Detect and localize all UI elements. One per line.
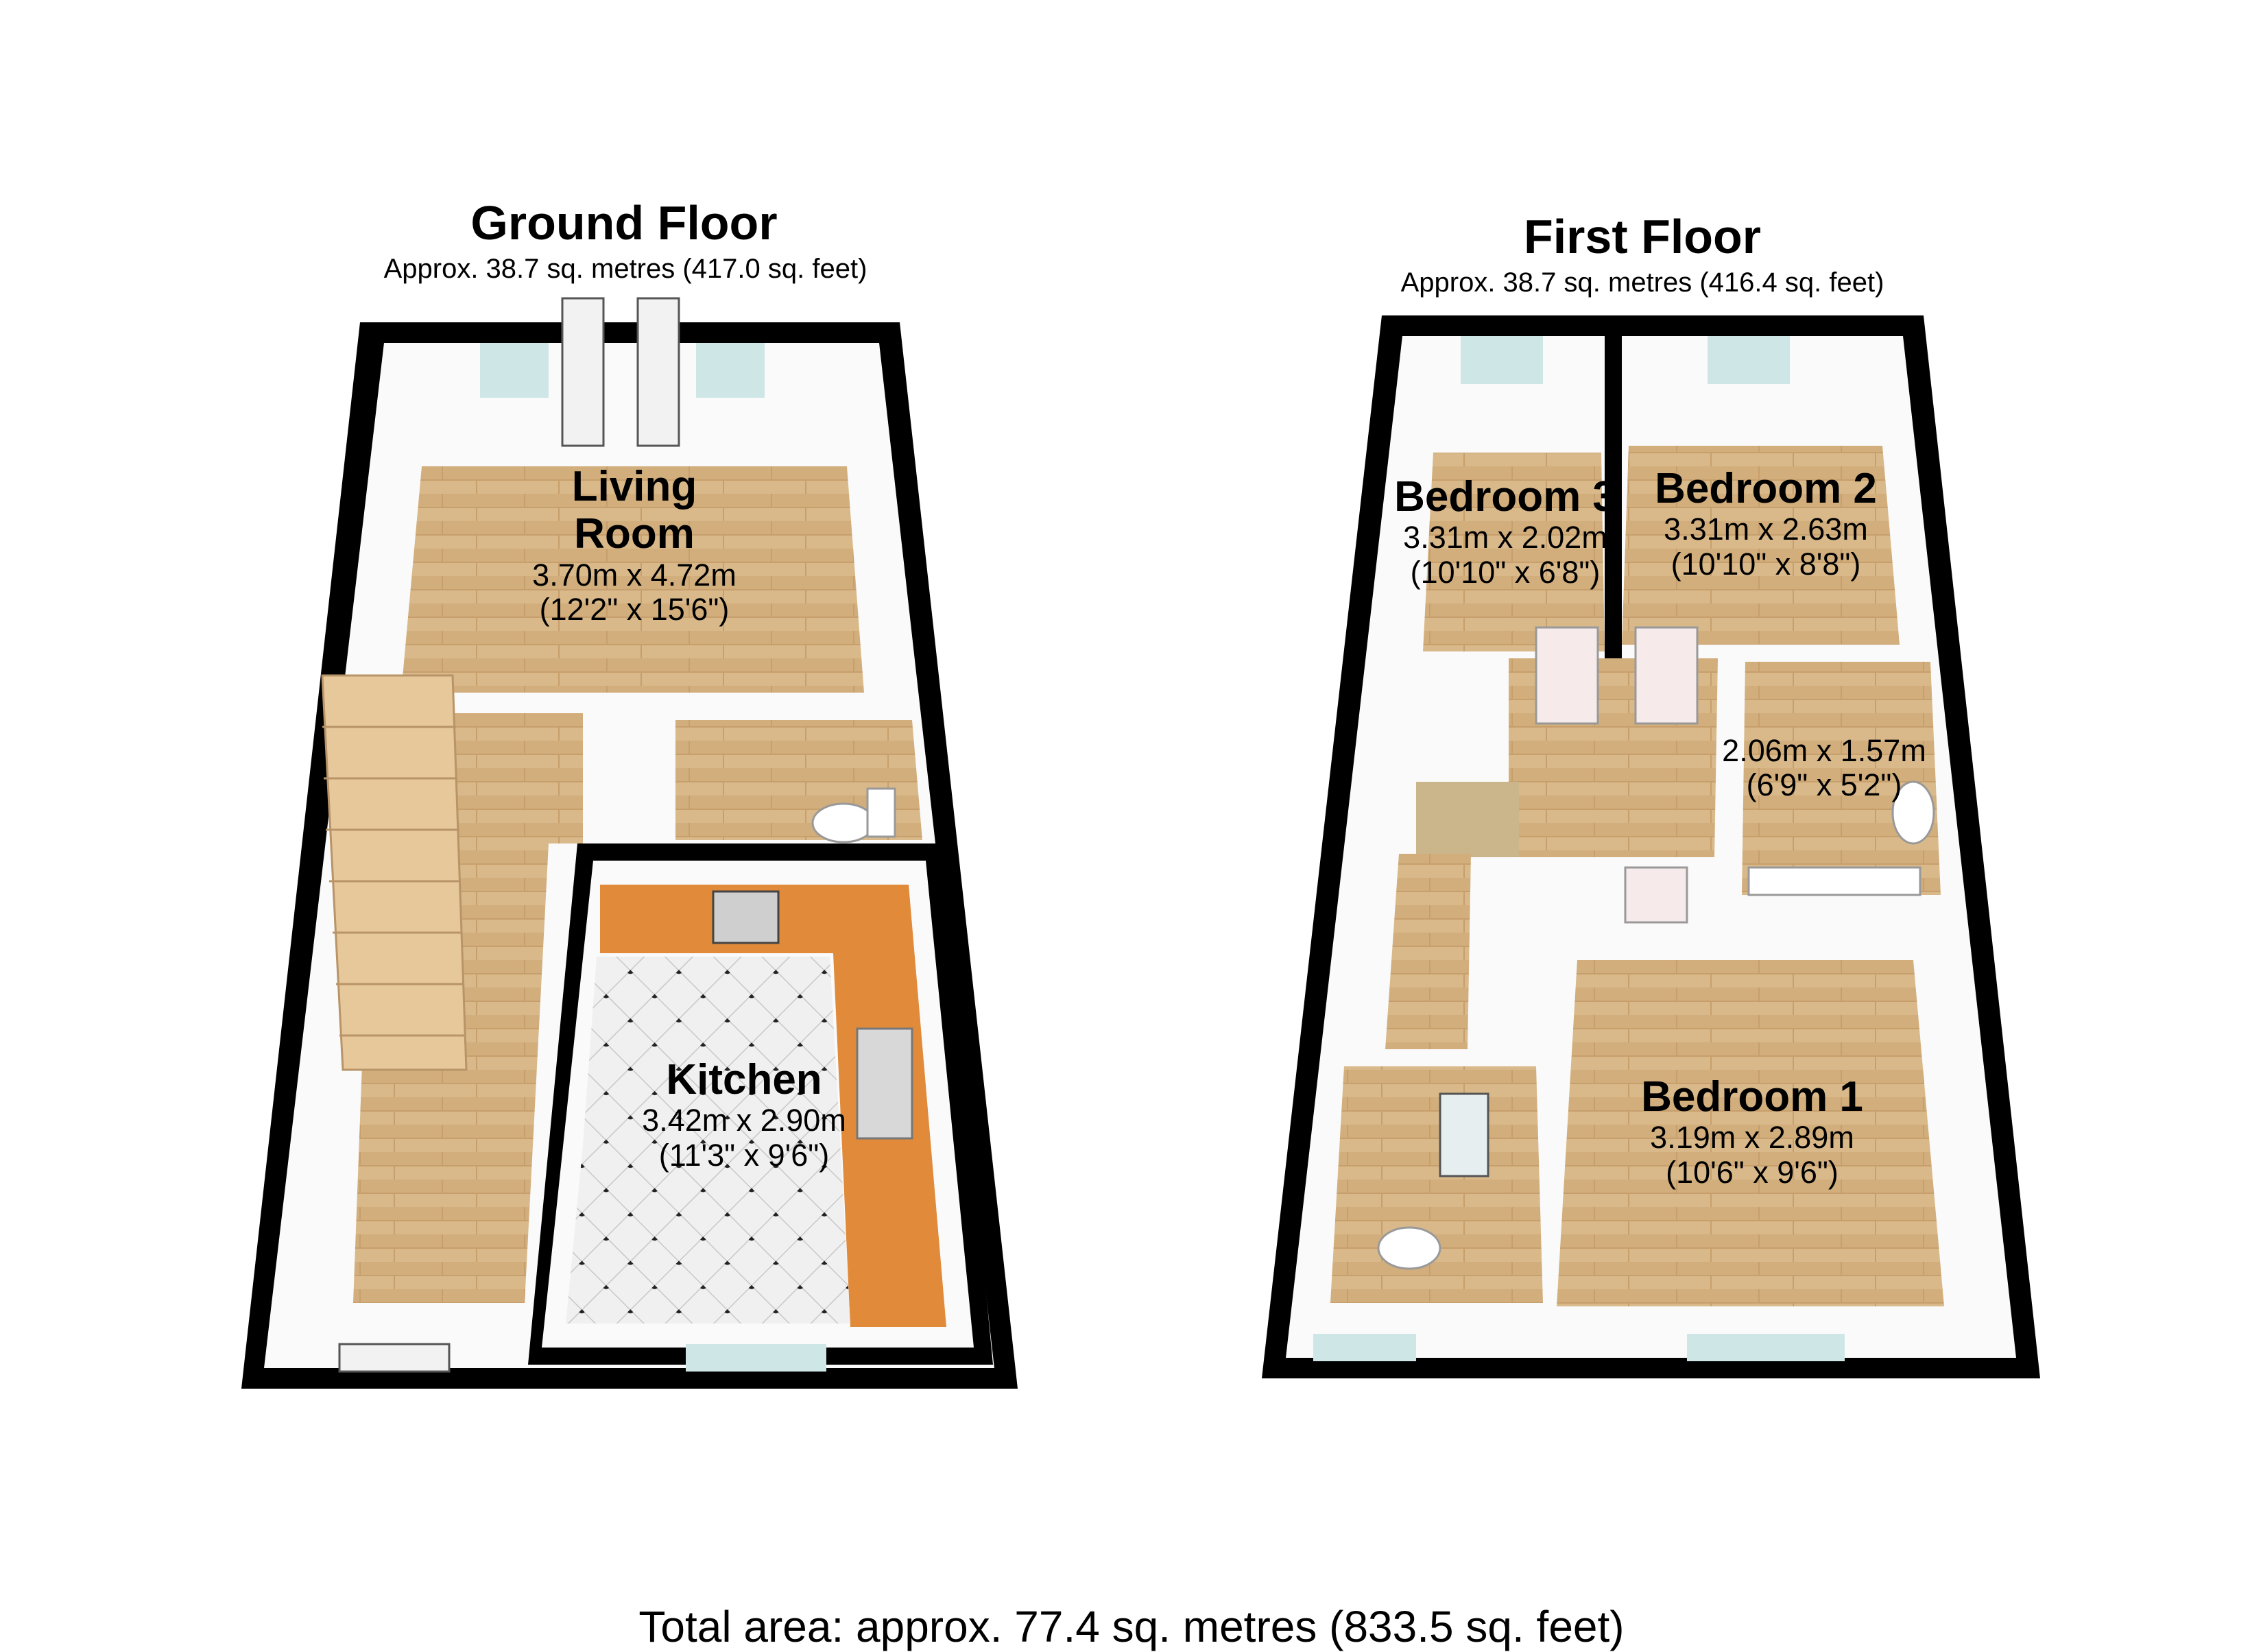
room-dimensions-imperial: (6'9" x 5'2") xyxy=(1746,767,1902,803)
bathroom-floor xyxy=(1742,662,1941,895)
en-suite-floor xyxy=(1330,1066,1543,1303)
room-label-living-room: Living Room 3.70m x 4.72m (12'2" x 15'6"… xyxy=(480,463,789,627)
room-dimensions-metric: 3.31m x 2.02m xyxy=(1403,520,1607,555)
hall-floor xyxy=(1385,854,1471,1049)
room-label-bedroom-3: Bedroom 3 3.31m x 2.02m (10'10" x 6'8") xyxy=(1378,473,1632,590)
room-name: Bedroom 1 xyxy=(1641,1073,1863,1121)
bath xyxy=(1747,866,1921,896)
room-name: Bedroom 3 xyxy=(1394,473,1616,520)
door xyxy=(1624,866,1688,924)
room-dimensions-metric: 3.42m x 2.90m xyxy=(642,1103,846,1138)
front-door xyxy=(338,1343,451,1373)
ground-floor-title: Ground Floor xyxy=(470,196,778,250)
first-floor-area: Approx. 38.7 sq. metres (416.4 sq. feet) xyxy=(1400,267,1884,298)
total-area: Total area: approx. 77.4 sq. metres (833… xyxy=(638,1602,1625,1651)
room-dimensions-imperial: (10'6" x 9'6") xyxy=(1666,1154,1839,1190)
room-dimensions-imperial: (12'2" x 15'6") xyxy=(539,592,730,627)
window xyxy=(696,343,765,398)
room-dimensions-metric: 2.06m x 1.57m xyxy=(1722,733,1926,768)
wash-basin xyxy=(1891,780,1935,845)
room-dimensions-imperial: (10'10" x 6'8") xyxy=(1410,554,1601,590)
room-dimensions-imperial: (11'3" x 9'6") xyxy=(658,1137,830,1173)
room-label-bedroom-1: Bedroom 1 3.19m x 2.89m (10'6" x 9'6") xyxy=(1625,1073,1879,1190)
toilet xyxy=(811,802,876,843)
room-name: Bedroom 2 xyxy=(1655,465,1877,512)
first-floor-title: First Floor xyxy=(1523,210,1762,263)
window xyxy=(1461,336,1543,384)
kitchen-tile-floor xyxy=(566,957,850,1324)
bedroom-2-floor xyxy=(1622,446,1900,645)
partition-wall xyxy=(1605,326,1622,669)
staircase xyxy=(321,674,468,1071)
window xyxy=(480,343,549,398)
room-name: Kitchen xyxy=(666,1056,822,1103)
window xyxy=(1708,336,1790,384)
room-dimensions-metric: 3.70m x 4.72m xyxy=(532,557,737,592)
room-label-bedroom-2: Bedroom 2 3.31m x 2.63m (10'10" x 8'8") xyxy=(1639,465,1893,582)
room-label-kitchen: Kitchen 3.42m x 2.90m (11'3" x 9'6") xyxy=(590,1056,898,1173)
bedroom-1-floor xyxy=(1557,960,1944,1306)
first-floor-plan xyxy=(1262,315,2040,1378)
ground-floor-plan xyxy=(241,297,1018,1389)
shower-screen xyxy=(1439,1092,1489,1177)
room-label-bathroom: 2.06m x 1.57m (6'9" x 5'2") xyxy=(1701,733,1948,803)
room-dimensions-metric: 3.31m x 2.63m xyxy=(1664,512,1868,547)
wc-basin xyxy=(866,787,896,838)
window xyxy=(686,1344,826,1372)
room-name: Living xyxy=(571,463,697,510)
room-dimensions-metric: 3.19m x 2.89m xyxy=(1650,1120,1854,1156)
kitchen-worktop xyxy=(600,885,946,1327)
kitchen-sink xyxy=(856,1027,913,1140)
room-dimensions-imperial: (10'10" x 8'8") xyxy=(1671,546,1861,582)
door xyxy=(1535,626,1599,725)
french-door-right xyxy=(636,297,680,447)
cupboard xyxy=(1416,782,1519,857)
window xyxy=(1687,1334,1845,1361)
window xyxy=(1313,1334,1416,1361)
room-name: Room xyxy=(574,510,695,558)
ground-floor-area: Approx. 38.7 sq. metres (417.0 sq. feet) xyxy=(383,254,867,284)
living-room-floor xyxy=(401,466,864,693)
bedroom-3-floor xyxy=(1423,453,1605,651)
door xyxy=(1634,626,1699,725)
hob xyxy=(712,890,780,944)
french-door-left xyxy=(561,297,605,447)
toilet xyxy=(1377,1226,1441,1270)
